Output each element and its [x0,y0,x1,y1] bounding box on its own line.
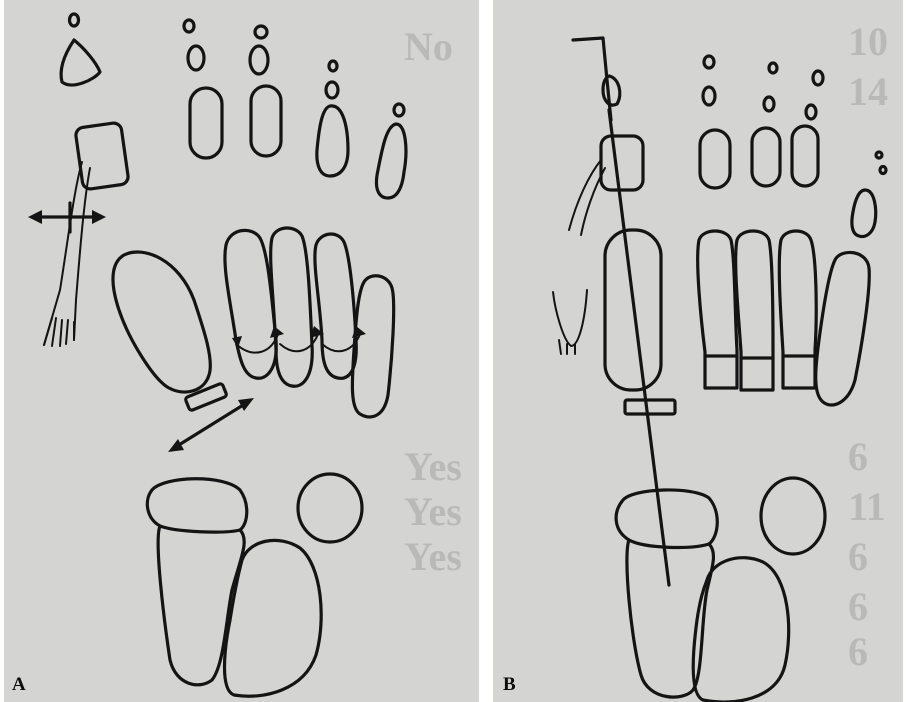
svg-text:Yes: Yes [404,444,462,489]
finger-metacarpals [698,231,870,405]
distal-phalanx-2a [704,56,714,68]
svg-text:6: 6 [848,534,868,579]
trapezium-bone [601,136,643,190]
radius-right [693,558,788,702]
distal-phalanx-3a [255,26,267,38]
metacarpal-3 [736,231,773,390]
middle-phalanx-4 [792,126,818,186]
thumb-distal-phalanx [603,76,620,105]
metacarpal-5 [352,276,393,417]
radius-left [627,540,714,697]
svg-text:6: 6 [848,629,868,674]
pisiform [298,474,362,542]
panel-a-label: A [12,674,26,696]
middle-phalanx-5 [376,124,405,198]
middle-phalanges [190,86,406,198]
svg-text:6: 6 [848,434,868,479]
diagonal-double-arrow [168,398,254,452]
metacarpal-4 [779,231,816,388]
metacarpal-4 [315,234,356,378]
svg-text:Yes: Yes [404,489,462,534]
tendon [553,160,605,354]
metacarpal-5 [816,252,870,405]
distal-phalanx-5a [876,152,882,158]
thumb-distal-phalanx [61,40,100,85]
metacarpal-base-fragment [625,400,675,414]
finger-metacarpals [225,228,394,417]
middle-phalanx-5 [852,190,876,236]
panel-b: 10 14 6 11 6 6 6 [493,0,903,702]
svg-text:10: 10 [848,19,888,64]
metacarpal-2 [225,230,276,378]
svg-text:6: 6 [848,584,868,629]
distal-phalanx-3a [769,63,777,73]
distal-phalanx-4b [806,105,816,119]
trapezium-bone [75,122,129,190]
distal-phalanx-3b [250,46,268,74]
metacarpal-3 [271,228,313,386]
panel-a: No Yes Yes Yes [4,0,479,702]
distal-phalanx-4b [326,82,338,98]
middle-phalanx-3 [752,128,780,186]
middle-phalanx-4 [317,106,348,176]
distal-phalanx-3b [764,97,774,111]
middle-phalanges [700,126,876,236]
svg-text:Yes: Yes [404,534,462,579]
svg-text:11: 11 [848,484,886,529]
svg-text:14: 14 [848,69,888,114]
distal-phalanx-1 [70,14,79,26]
bleed-through-text: 10 14 6 11 6 6 6 [848,19,888,674]
middle-phalanx-3 [251,86,281,156]
distal-phalanx-2b [703,87,715,105]
panel-b-label: B [503,674,516,696]
first-metacarpal [113,252,210,392]
panel-a-drawing: No Yes Yes Yes [4,0,479,702]
distal-phalanx-5b [880,167,886,174]
scaphoid [147,479,246,532]
scaphoid [616,490,717,548]
distal-phalanx-2a [184,20,194,32]
distal-phalanges [70,14,405,116]
carpal-bones [147,474,362,696]
carpal-bones [616,478,825,702]
tendon [44,162,90,346]
tendon-double-arrow [28,203,106,232]
panel-b-drawing: 10 14 6 11 6 6 6 [493,0,903,702]
pisiform [761,478,825,554]
metacarpal-base-fragment [185,383,227,411]
bleed-through-text: No Yes Yes Yes [404,24,462,579]
distal-phalanx-4a [329,61,337,71]
metacarpal-2 [698,231,737,388]
distal-phalanx-2b [188,46,204,70]
middle-phalanx-2 [700,130,730,188]
distal-phalanx-4a [813,71,823,85]
distal-phalanx-5 [394,104,404,116]
svg-text:No: No [404,24,453,69]
middle-phalanx-2 [190,88,222,158]
